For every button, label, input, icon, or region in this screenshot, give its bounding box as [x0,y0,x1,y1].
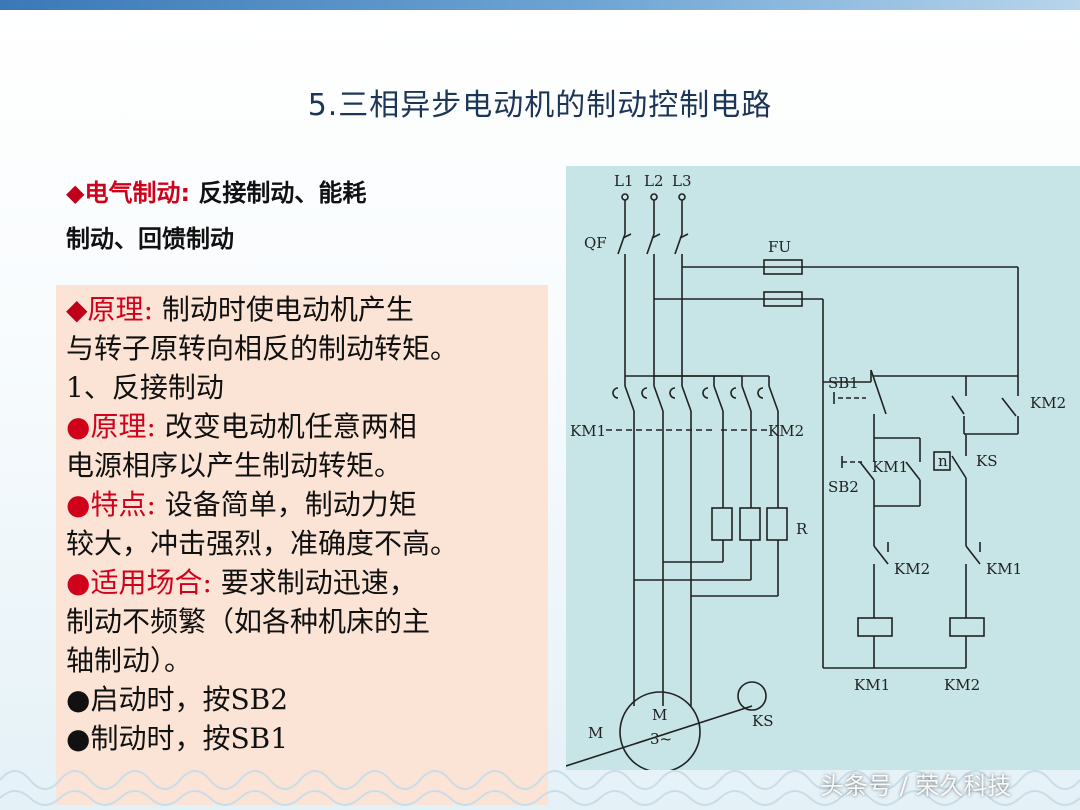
item1-line-2: 电源相序以产生制动转矩。 [66,449,403,482]
item3-text: 要求制动迅速， [220,566,417,599]
motor [619,691,701,770]
km2-main-contact [768,385,779,412]
km2-hold-contact [951,395,965,415]
coil-km2 [949,617,985,637]
diamond-bullet-icon: ◆ [66,293,88,326]
motor-shaft [566,705,753,767]
item5-text: 制动时，按SB1 [90,722,289,755]
speed-relay-wheel [737,681,767,711]
content-text: ◆原理: 制动时使电动机产生 与转子原转向相反的制动转矩。 1、反接制动 ●原理… [66,290,566,758]
heading-line-2: 制动、回馈制动 [66,225,234,253]
item3-colon: : [202,566,212,599]
label-sb2: SB2 [828,478,859,496]
km2-main-contact [741,385,752,412]
label-km2-main: KM2 [768,422,804,440]
sb2-contact [859,461,875,481]
bullet-dot-icon: ● [66,566,91,599]
km1-main-contact [681,385,692,412]
diagram-labels: L1 L2 L3 QF FU KM1 KM2 R M M 3~ KS SB1 S… [570,172,1066,748]
label-coil-km2: KM2 [944,676,980,694]
principle-colon: : [143,293,153,326]
km1-nc-contact [965,545,981,565]
item1-line-1: ●原理: 改变电动机任意两相 [66,407,566,446]
item4-line: ●启动时，按SB2 [66,680,566,719]
label-sb1: SB1 [828,374,859,392]
ks-box [933,451,951,471]
label-m: M [588,724,603,742]
label-r: R [796,520,808,538]
principle-line-2: 与转子原转向相反的制动转矩。 [66,332,459,365]
label-ks-contact: KS [976,452,997,470]
resistor [766,507,788,541]
section-title: 1、反接制动 [66,371,224,404]
item4-text: 启动时，按SB2 [90,683,289,716]
slide-title: 5.三相异步电动机的制动控制电路 [307,88,773,123]
km2-nc-contact [873,545,889,565]
label-l2: L2 [644,172,664,190]
principle-text: 制动时使电动机产生 [161,293,414,326]
terminal-l2 [650,193,658,201]
sb1-contact [870,369,887,415]
item2-line-1: ●特点: 设备简单，制动力矩 [66,485,566,524]
heading-line-1: ◆电气制动: 反接制动、能耗 [66,170,546,216]
bullet-dot-icon: ● [66,722,91,755]
km2-main-contact [713,385,724,412]
motor-symbol: M [652,706,667,724]
item2-text: 设备简单，制动力矩 [164,488,417,521]
heading-label: 电气制动 [84,179,181,207]
label-km2-hold: KM2 [1030,394,1066,412]
label-km2-nc: KM2 [894,560,930,578]
km1-main-contact [653,385,664,412]
label-ks-box: n [938,452,948,470]
item3-line-3: 轴制动）。 [66,644,193,677]
label-km1-main: KM1 [570,422,606,440]
item1-colon: : [146,410,156,443]
item1-text: 改变电动机任意两相 [164,410,417,443]
km1-main-contact [624,385,635,412]
terminal-l3 [678,193,686,201]
label-ks-wheel: KS [752,712,773,730]
coil-km1 [857,617,893,637]
terminal-l1 [621,193,629,201]
circuit-svg: L1 L2 L3 QF FU KM1 KM2 R M M 3~ KS SB1 S… [566,172,1066,770]
label-l1: L1 [614,172,634,190]
top-accent-bar [0,0,1080,10]
content-box [56,285,548,805]
resistor [711,507,733,541]
km1-hold-contact [905,461,921,481]
bullet-dot-icon: ● [66,488,91,521]
item3-line-2: 制动不频繁（如各种机床的主 [66,605,431,638]
label-km1-nc: KM1 [986,560,1022,578]
label-qf: QF [584,234,607,252]
item2-line-2: 较大，冲击强烈，准确度不高。 [66,527,459,560]
km2-aux-contact [1001,397,1017,417]
label-km1-interlock: KM1 [872,458,908,476]
item2-colon: : [146,488,156,521]
label-l3: L3 [672,172,692,190]
principle-line-1: ◆原理: 制动时使电动机产生 [66,290,566,329]
wave-decoration [0,770,1080,806]
item3-line-1: ●适用场合: 要求制动迅速， [66,563,566,602]
item2-label: 特点 [90,488,147,521]
bullet-dot-icon: ● [66,410,91,443]
resistor [739,507,761,541]
item5-line: ●制动时，按SB1 [66,719,566,758]
heading-colon: : [180,179,191,207]
braking-heading: ◆电气制动: 反接制动、能耗 制动、回馈制动 [66,170,546,262]
diamond-bullet-icon: ◆ [66,179,85,207]
principle-label: 原理 [87,293,144,326]
circuit-diagram: L1 L2 L3 QF FU KM1 KM2 R M M 3~ KS SB1 S… [566,166,1080,770]
item3-label: 适用场合 [90,566,203,599]
motor-phase: 3~ [650,730,672,748]
bullet-dot-icon: ● [66,683,91,716]
ks-contact [951,455,967,479]
label-fu: FU [768,238,791,256]
watermark: 头条号 / 荣久科技 [820,772,1012,800]
label-coil-km1: KM1 [854,676,890,694]
item1-label: 原理 [90,410,147,443]
heading-text: 反接制动、能耗 [198,179,367,207]
